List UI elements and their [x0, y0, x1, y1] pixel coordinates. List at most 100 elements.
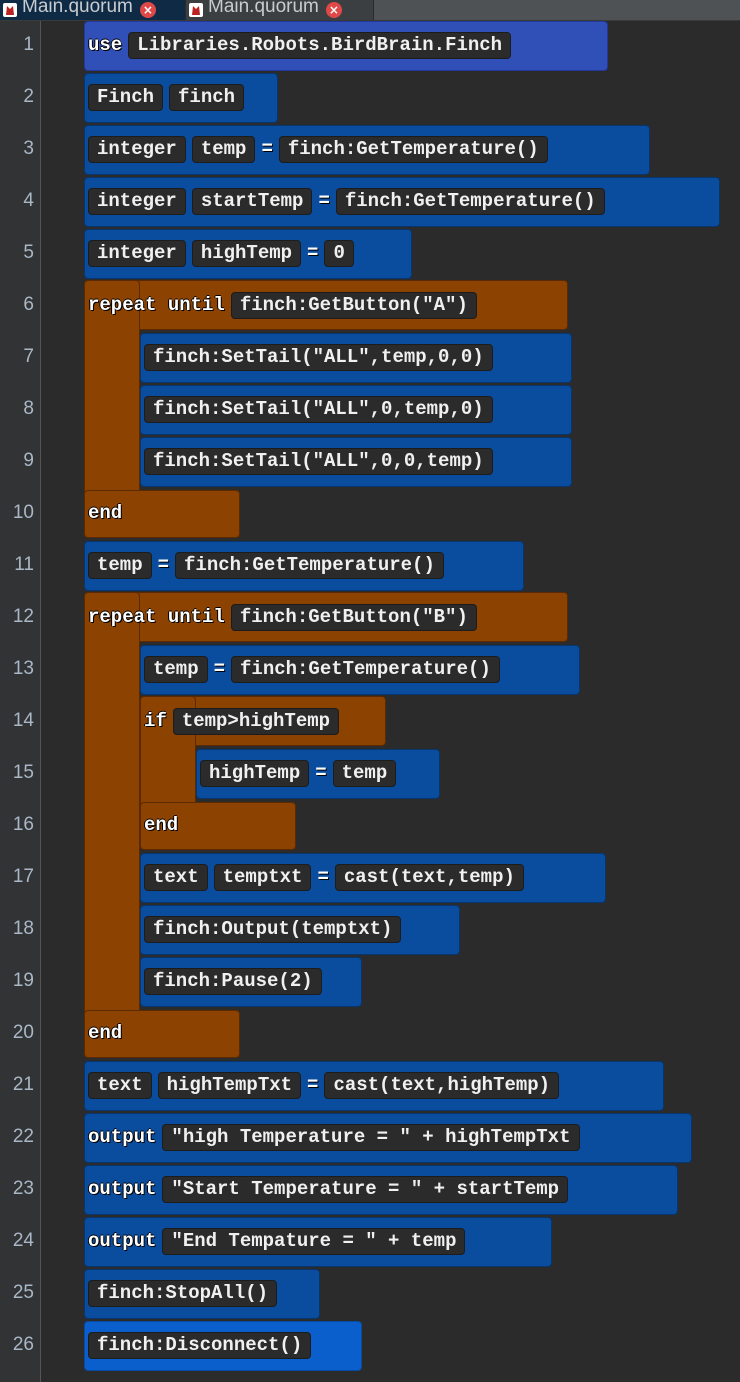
line-number: 5: [23, 242, 34, 263]
control-block-body[interactable]: [84, 592, 140, 1058]
line-number: 2: [23, 86, 34, 107]
code-line-18: finch:Output(temptxt): [144, 914, 402, 944]
expression-field[interactable]: temp: [332, 759, 397, 787]
line-number: 17: [12, 866, 34, 887]
line-number: 23: [12, 1178, 34, 1199]
line-number: 14: [12, 710, 34, 731]
expression-field[interactable]: finch:SetTail("ALL",0,temp,0): [144, 395, 493, 423]
control-block-body[interactable]: [140, 802, 296, 850]
code-line-8: finch:SetTail("ALL",0,temp,0): [144, 394, 493, 424]
code-line-25: finch:StopAll(): [88, 1278, 278, 1308]
operator: =: [307, 1074, 319, 1096]
control-block-body[interactable]: [84, 1010, 240, 1058]
expression-field[interactable]: temptxt: [213, 863, 312, 891]
code-line-16: end: [144, 810, 178, 840]
expression-field[interactable]: finch:GetTemperature(): [175, 551, 444, 579]
expression-field[interactable]: temp: [191, 135, 256, 163]
expression-field[interactable]: finch:GetButton("A"): [230, 291, 477, 319]
line-number: 12: [12, 606, 34, 627]
code-line-24: output"End Tempature = " + temp: [88, 1226, 466, 1256]
line-number: 10: [12, 502, 34, 523]
line-number: 4: [23, 190, 34, 211]
expression-field[interactable]: text: [88, 1071, 152, 1099]
expression-field[interactable]: integer: [88, 135, 186, 163]
keyword: end: [144, 814, 179, 836]
code-line-22: output"high Temperature = " + highTempTx…: [88, 1122, 580, 1152]
expression-field[interactable]: "End Tempature = " + temp: [162, 1227, 466, 1255]
editor-tab-bar: Main.quorum × Main.quorum ×: [0, 0, 740, 21]
expression-field[interactable]: finch:Output(temptxt): [144, 915, 402, 943]
expression-field[interactable]: cast(text,temp): [334, 863, 524, 891]
operator: =: [261, 138, 273, 160]
expression-field[interactable]: finch:SetTail("ALL",temp,0,0): [144, 343, 493, 371]
control-block-body[interactable]: [84, 490, 240, 538]
quorum-file-icon: [2, 2, 18, 18]
expression-field[interactable]: finch:GetTemperature(): [231, 655, 500, 683]
line-number: 1: [23, 34, 34, 55]
expression-field[interactable]: finch:Pause(2): [144, 967, 322, 995]
code-line-20: end: [88, 1018, 122, 1048]
line-number: 6: [23, 294, 34, 315]
code-line-7: finch:SetTail("ALL",temp,0,0): [144, 342, 493, 372]
line-number: 20: [12, 1022, 34, 1043]
tab-main-quorum-2[interactable]: Main.quorum ×: [186, 0, 374, 20]
expression-field[interactable]: highTemp: [200, 759, 310, 787]
tab-label: Main.quorum: [208, 0, 319, 17]
line-number: 15: [12, 762, 34, 783]
tab-main-quorum-1[interactable]: Main.quorum ×: [0, 0, 186, 20]
line-number: 18: [12, 918, 34, 939]
expression-field[interactable]: "Start Temperature = " + startTemp: [162, 1175, 569, 1203]
close-tab-icon[interactable]: ×: [139, 2, 156, 18]
expression-field[interactable]: temp>highTemp: [172, 707, 340, 735]
expression-field[interactable]: cast(text,highTemp): [324, 1071, 560, 1099]
line-number: 26: [12, 1334, 34, 1355]
expression-field[interactable]: temp: [144, 655, 208, 683]
operator: =: [317, 866, 329, 888]
keyword: if: [144, 710, 167, 732]
expression-field[interactable]: finch: [169, 83, 245, 111]
line-number: 25: [12, 1282, 34, 1303]
keyword: repeat until: [88, 294, 225, 316]
expression-field[interactable]: finch:StopAll(): [88, 1279, 278, 1307]
line-number: 19: [12, 970, 34, 991]
expression-field[interactable]: temp: [88, 551, 152, 579]
expression-field[interactable]: finch:GetButton("B"): [230, 603, 477, 631]
expression-field[interactable]: 0: [324, 239, 354, 267]
expression-field[interactable]: startTemp: [191, 187, 313, 215]
line-number: 16: [12, 814, 34, 835]
expression-field[interactable]: finch:GetTemperature(): [335, 187, 605, 215]
line-number: 7: [23, 346, 34, 367]
operator: =: [307, 242, 319, 264]
keyword: output: [88, 1126, 157, 1148]
line-number: 11: [14, 554, 34, 575]
expression-field[interactable]: highTemp: [191, 239, 302, 267]
expression-field[interactable]: finch:Disconnect(): [88, 1331, 312, 1359]
expression-field[interactable]: Finch: [88, 83, 164, 111]
operator: =: [213, 658, 226, 680]
code-line-23: output"Start Temperature = " + startTemp: [88, 1174, 569, 1204]
keyword: output: [88, 1230, 157, 1252]
expression-field[interactable]: highTempTxt: [157, 1071, 302, 1099]
close-tab-icon[interactable]: ×: [325, 2, 342, 18]
line-number: 9: [23, 450, 34, 471]
quorum-file-icon: [188, 2, 204, 18]
expression-field[interactable]: finch:GetTemperature(): [278, 135, 548, 163]
operator: =: [315, 762, 327, 784]
expression-field[interactable]: text: [144, 863, 208, 891]
operator: =: [318, 190, 330, 212]
expression-field[interactable]: Libraries.Robots.BirdBrain.Finch: [128, 31, 512, 59]
expression-field[interactable]: integer: [88, 187, 186, 215]
expression-field[interactable]: "high Temperature = " + highTempTxt: [162, 1123, 580, 1151]
expression-field[interactable]: finch:SetTail("ALL",0,0,temp): [144, 447, 493, 475]
keyword: end: [88, 502, 123, 524]
line-number: 13: [12, 658, 34, 679]
expression-field[interactable]: integer: [88, 239, 186, 267]
